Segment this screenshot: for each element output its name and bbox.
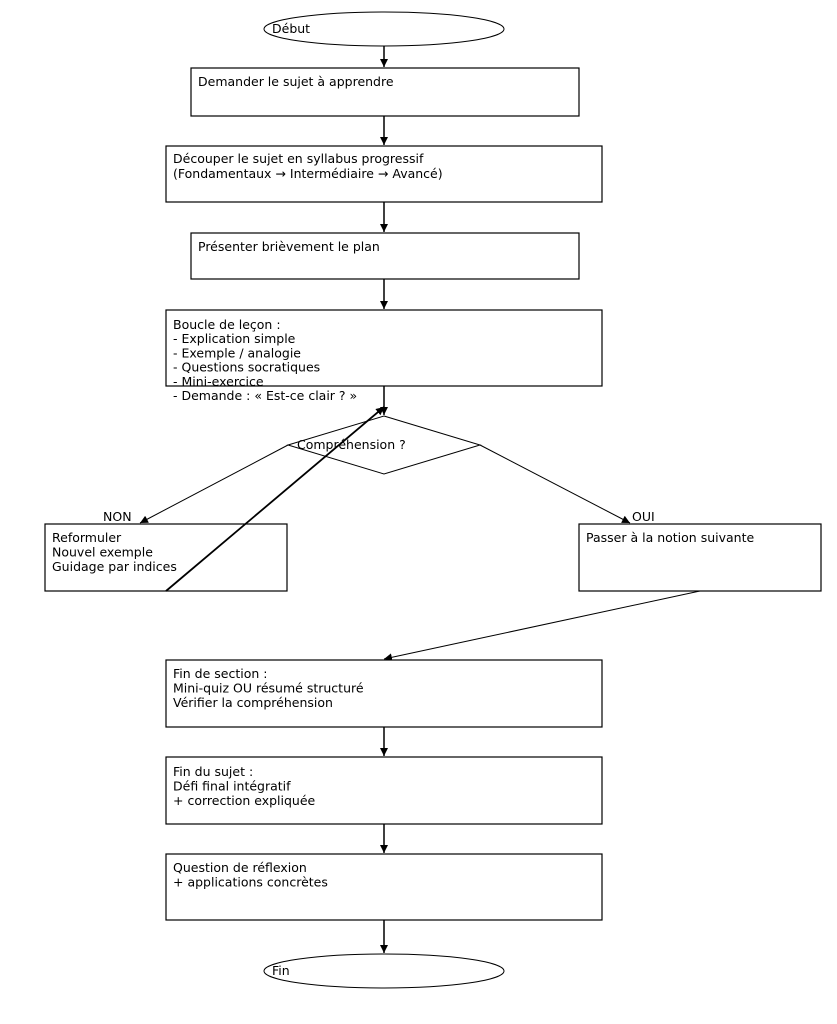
decision-comprehension: Compréhension ? [286, 415, 482, 475]
start-node: Début [263, 11, 505, 47]
svg-text:Reformuler Nouvel exempl: Reformuler Nouvel exemple Guidage par in… [52, 530, 177, 574]
step-topic-end-line: Défi final intégratif [173, 779, 291, 794]
arrow-decision-to-next [479, 444, 631, 524]
svg-text:Passer à la notion suivante: Passer à la notion suivante [586, 530, 754, 545]
svg-text:Demander le sujet à apprendre: Demander le sujet à apprendre [198, 74, 394, 89]
svg-text:Boucle de leçon : - Expl: Boucle de leçon : - Explication simple -… [173, 317, 357, 403]
end-label: Fin [272, 963, 290, 978]
step-reflection: Question de réflexion + applications con… [165, 853, 603, 921]
step-syllabus-line: (Fondamentaux → Intermédiaire → Avancé) [173, 166, 443, 181]
step-reformulate-line: Nouvel exemple [52, 545, 153, 560]
arrow-decision-to-reformulate [139, 444, 289, 524]
svg-text:Fin de section : Mini-qu: Fin de section : Mini-quiz OU résumé str… [173, 666, 368, 710]
step-syllabus: Découper le sujet en syllabus progressif… [165, 145, 603, 203]
step-lesson-loop-line: - Questions socratiques [173, 360, 320, 375]
step-section-end-line: Fin de section : [173, 666, 267, 681]
step-plan-line: Présenter brièvement le plan [198, 239, 380, 254]
svg-text:Question de réflexion +: Question de réflexion + applications con… [173, 860, 328, 890]
step-reformulate-line: Guidage par indices [52, 559, 177, 574]
step-section-end-line: Vérifier la compréhension [173, 695, 333, 710]
branch-yes-label: OUI [632, 509, 655, 524]
step-next-notion-line: Passer à la notion suivante [586, 530, 754, 545]
step-ask-topic-line: Demander le sujet à apprendre [198, 74, 394, 89]
step-ask-topic: Demander le sujet à apprendre [190, 67, 580, 117]
step-reformulate-line: Reformuler [52, 530, 122, 545]
svg-text:Présenter brièvement le plan: Présenter brièvement le plan [198, 239, 380, 254]
branch-no-label: NON [103, 509, 132, 524]
step-syllabus-line: Découper le sujet en syllabus progressif [173, 151, 424, 166]
step-topic-end: Fin du sujet : Défi final intégratif + c… [165, 756, 603, 825]
step-lesson-loop: Boucle de leçon : - Explication simple -… [165, 309, 603, 403]
end-node: Fin [263, 953, 505, 989]
step-reformulate: Reformuler Nouvel exemple Guidage par in… [44, 523, 288, 592]
step-lesson-loop-line: Boucle de leçon : [173, 317, 281, 332]
step-lesson-loop-line: - Explication simple [173, 331, 296, 346]
step-reflection-line: + applications concrètes [173, 875, 328, 890]
step-topic-end-line: Fin du sujet : [173, 764, 253, 779]
step-lesson-loop-line: - Mini-exercice [173, 374, 264, 389]
step-reflection-line: Question de réflexion [173, 860, 307, 875]
start-label: Début [272, 21, 310, 36]
svg-text:Découper le sujet en syllabus: Découper le sujet en syllabus progressif… [173, 151, 443, 181]
decision-label: Compréhension ? [297, 437, 406, 452]
step-section-end: Fin de section : Mini-quiz OU résumé str… [165, 659, 603, 728]
svg-text:Fin du sujet : Défi fina: Fin du sujet : Défi final intégratif + c… [173, 764, 316, 808]
step-lesson-loop-line: - Demande : « Est-ce clair ? » [173, 388, 357, 403]
step-plan: Présenter brièvement le plan [190, 232, 580, 280]
step-topic-end-line: + correction expliquée [173, 793, 316, 808]
arrow-next-to-section-end [383, 590, 701, 662]
step-next-notion: Passer à la notion suivante [578, 523, 822, 592]
arrow-reformulate-to-loop [165, 406, 385, 592]
step-lesson-loop-line: - Exemple / analogie [173, 345, 301, 360]
step-section-end-line: Mini-quiz OU résumé structuré [173, 681, 364, 696]
